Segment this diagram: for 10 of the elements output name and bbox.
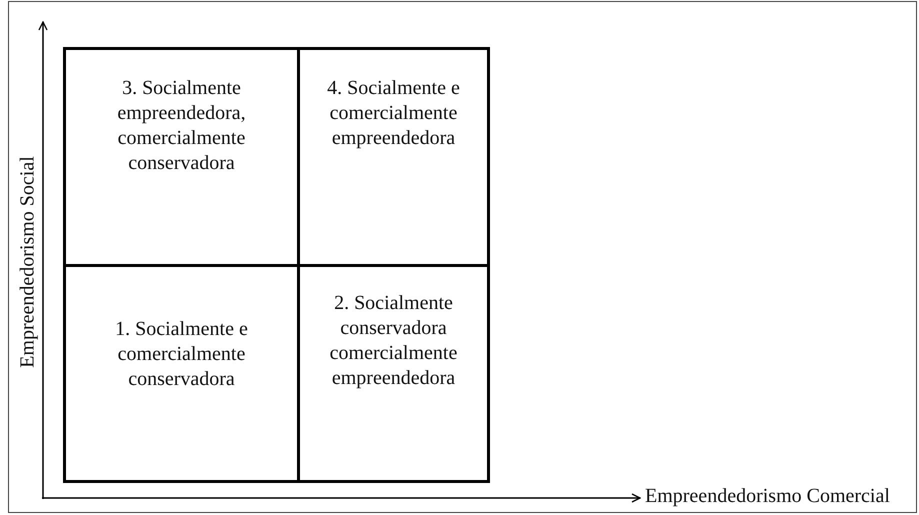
matrix-quadrant [63,264,300,483]
matrix-quadrant [63,47,300,267]
quadrant-text: 3. Socialmente empreendedora, comercialmente conservadora [116,76,247,176]
quadrant-text: 1. Socialmente e comercialmente conservadora [114,317,249,392]
quadrant-text: 4. Socialmente e comercialmente empreendedora [326,76,461,151]
matrix-quadrant [297,47,490,267]
axis-label: Empreendedorismo Comercial [645,485,890,508]
axis-label: Empreendedorismo Social [16,156,40,368]
quadrant-text: 2. Socialmente conservadora comercialmente empreendedora [328,291,458,391]
matrix-quadrant [297,264,490,483]
